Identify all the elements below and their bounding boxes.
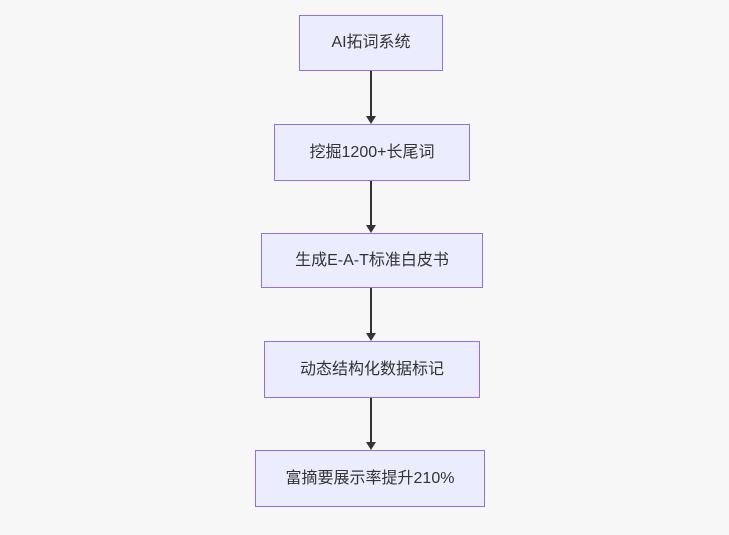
node-label: 动态结构化数据标记 bbox=[299, 360, 444, 378]
flowchart-edge-2 bbox=[365, 181, 377, 233]
flowchart-edge-3 bbox=[365, 288, 377, 341]
flowchart-node-generate-eat-whitepaper: 生成E-A-T标准白皮书 bbox=[261, 233, 483, 288]
flowchart-node-rich-snippet-rate-increase: 富摘要展示率提升210% bbox=[255, 450, 485, 507]
arrow-line bbox=[370, 71, 372, 117]
flowchart-node-ai-word-expansion-system: AI拓词系统 bbox=[299, 15, 443, 71]
flowchart-node-mine-longtail-keywords: 挖掘1200+长尾词 bbox=[274, 124, 470, 181]
flowchart-node-dynamic-structured-data-markup: 动态结构化数据标记 bbox=[264, 341, 480, 398]
node-label: AI拓词系统 bbox=[331, 34, 411, 51]
arrow-head-icon bbox=[366, 116, 376, 124]
flowchart-edge-4 bbox=[365, 398, 377, 450]
node-label: 生成E-A-T标准白皮书 bbox=[295, 251, 449, 269]
arrow-head-icon bbox=[366, 333, 376, 341]
arrow-line bbox=[370, 398, 372, 443]
flowchart-edge-1 bbox=[365, 71, 377, 124]
arrow-line bbox=[370, 181, 372, 226]
arrow-line bbox=[370, 288, 372, 334]
arrow-head-icon bbox=[366, 225, 376, 233]
node-label: 富摘要展示率提升210% bbox=[285, 469, 455, 487]
arrow-head-icon bbox=[366, 442, 376, 450]
node-label: 挖掘1200+长尾词 bbox=[309, 143, 435, 161]
